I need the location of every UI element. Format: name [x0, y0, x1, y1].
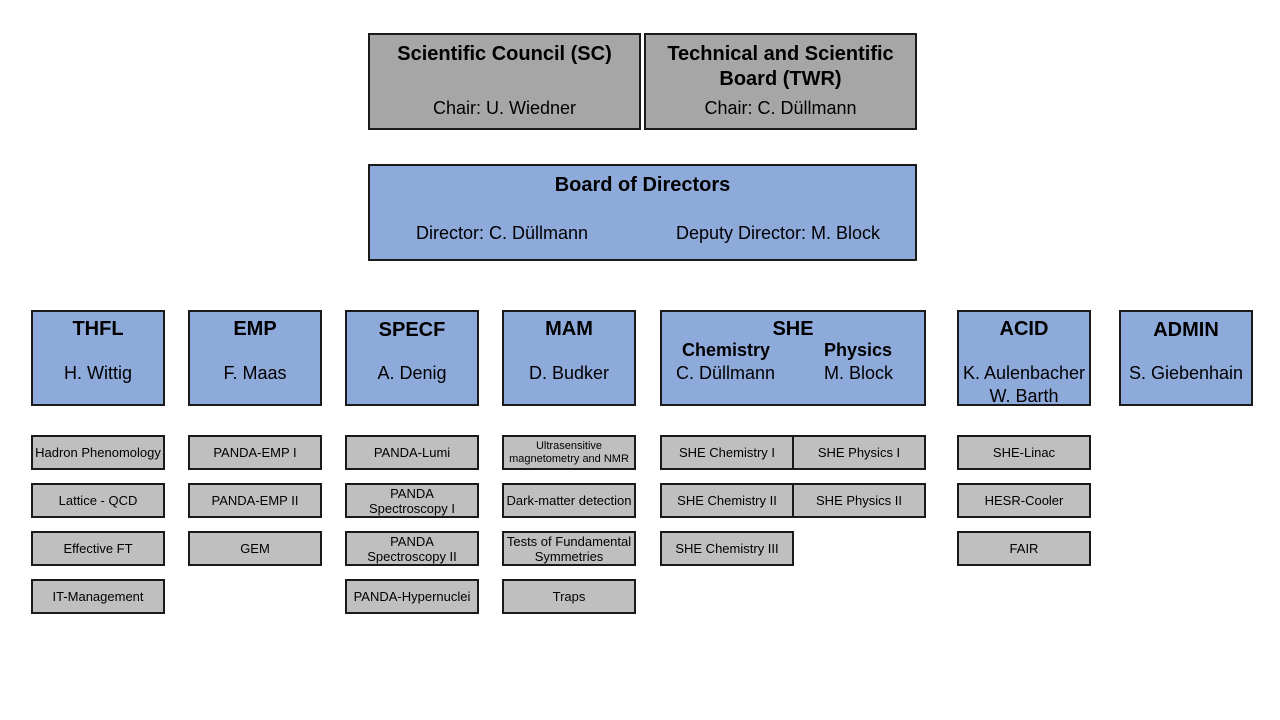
unit-she: SHE Chemistry Physics C. Düllmann M. Blo… [660, 310, 926, 406]
group-box: SHE Chemistry III [660, 531, 794, 566]
board-of-directors-box: Board of Directors Director: C. Düllmann… [368, 164, 917, 261]
unit-admin: ADMIN S. Giebenhain [1119, 310, 1253, 406]
twr-title-line1: Technical and Scientific [667, 43, 894, 65]
group-box: SHE Physics II [792, 483, 926, 518]
unit-acid: ACID K. Aulenbacher W. Barth [957, 310, 1091, 406]
group-box: HESR-Cooler [957, 483, 1091, 518]
unit-specf: SPECF A. Denig [345, 310, 479, 406]
unit-head: A. Denig [377, 363, 447, 383]
group-box: Hadron Phenomology [31, 435, 165, 470]
unit-head: H. Wittig [63, 363, 132, 383]
unit-head: S. Giebenhain [1128, 363, 1244, 383]
group-box: Lattice - QCD [31, 483, 165, 518]
unit-mam: MAM D. Budker [502, 310, 636, 406]
twr-chair: Chair: C. Düllmann [704, 98, 857, 118]
unit-head: F. Maas [223, 363, 287, 383]
group-box: Tests of Fundamental Symmetries [502, 531, 636, 566]
unit-name: THFL [72, 318, 124, 340]
board-deputy-director: Deputy Director: M. Block [676, 223, 881, 243]
unit-name: EMP [233, 318, 277, 340]
group-box: Dark-matter detection [502, 483, 636, 518]
unit-head-1: K. Aulenbacher [962, 363, 1086, 383]
group-box: SHE Physics I [792, 435, 926, 470]
unit-name: SPECF [378, 319, 446, 341]
unit-emp: EMP F. Maas [188, 310, 322, 406]
group-box: PANDA-EMP I [188, 435, 322, 470]
group-box: Ultrasensitive magnetometry and NMR [502, 435, 636, 470]
unit-name: ACID [999, 318, 1049, 340]
group-box: FAIR [957, 531, 1091, 566]
unit-head-2: W. Barth [989, 386, 1059, 406]
group-box: SHE-Linac [957, 435, 1091, 470]
unit-name: ADMIN [1153, 319, 1219, 341]
sc-title: Scientific Council (SC) [397, 43, 612, 65]
scientific-council-box: Scientific Council (SC) Chair: U. Wiedne… [368, 33, 641, 130]
group-box: PANDA Spectroscopy I [345, 483, 479, 518]
technical-scientific-board-box: Technical and Scientific Board (TWR) Cha… [644, 33, 917, 130]
unit-name: SHE [772, 318, 814, 340]
group-box: SHE Chemistry I [660, 435, 794, 470]
group-box: PANDA Spectroscopy II [345, 531, 479, 566]
she-physics-label: Physics [824, 340, 893, 360]
board-director: Director: C. Düllmann [416, 223, 589, 243]
group-box: PANDA-Hypernuclei [345, 579, 479, 614]
she-physics-head: M. Block [824, 363, 894, 383]
she-chemistry-head: C. Düllmann [676, 363, 776, 383]
group-box: SHE Chemistry II [660, 483, 794, 518]
unit-head: D. Budker [528, 363, 610, 383]
board-title: Board of Directors [554, 174, 731, 196]
group-box: PANDA-Lumi [345, 435, 479, 470]
group-box: GEM [188, 531, 322, 566]
twr-title-line2: Board (TWR) [719, 68, 842, 90]
sc-chair: Chair: U. Wiedner [432, 98, 577, 118]
she-chemistry-label: Chemistry [682, 340, 771, 360]
group-box: Traps [502, 579, 636, 614]
group-box: IT-Management [31, 579, 165, 614]
group-box: PANDA-EMP II [188, 483, 322, 518]
unit-thfl: THFL H. Wittig [31, 310, 165, 406]
group-box: Effective FT [31, 531, 165, 566]
unit-name: MAM [545, 318, 593, 340]
